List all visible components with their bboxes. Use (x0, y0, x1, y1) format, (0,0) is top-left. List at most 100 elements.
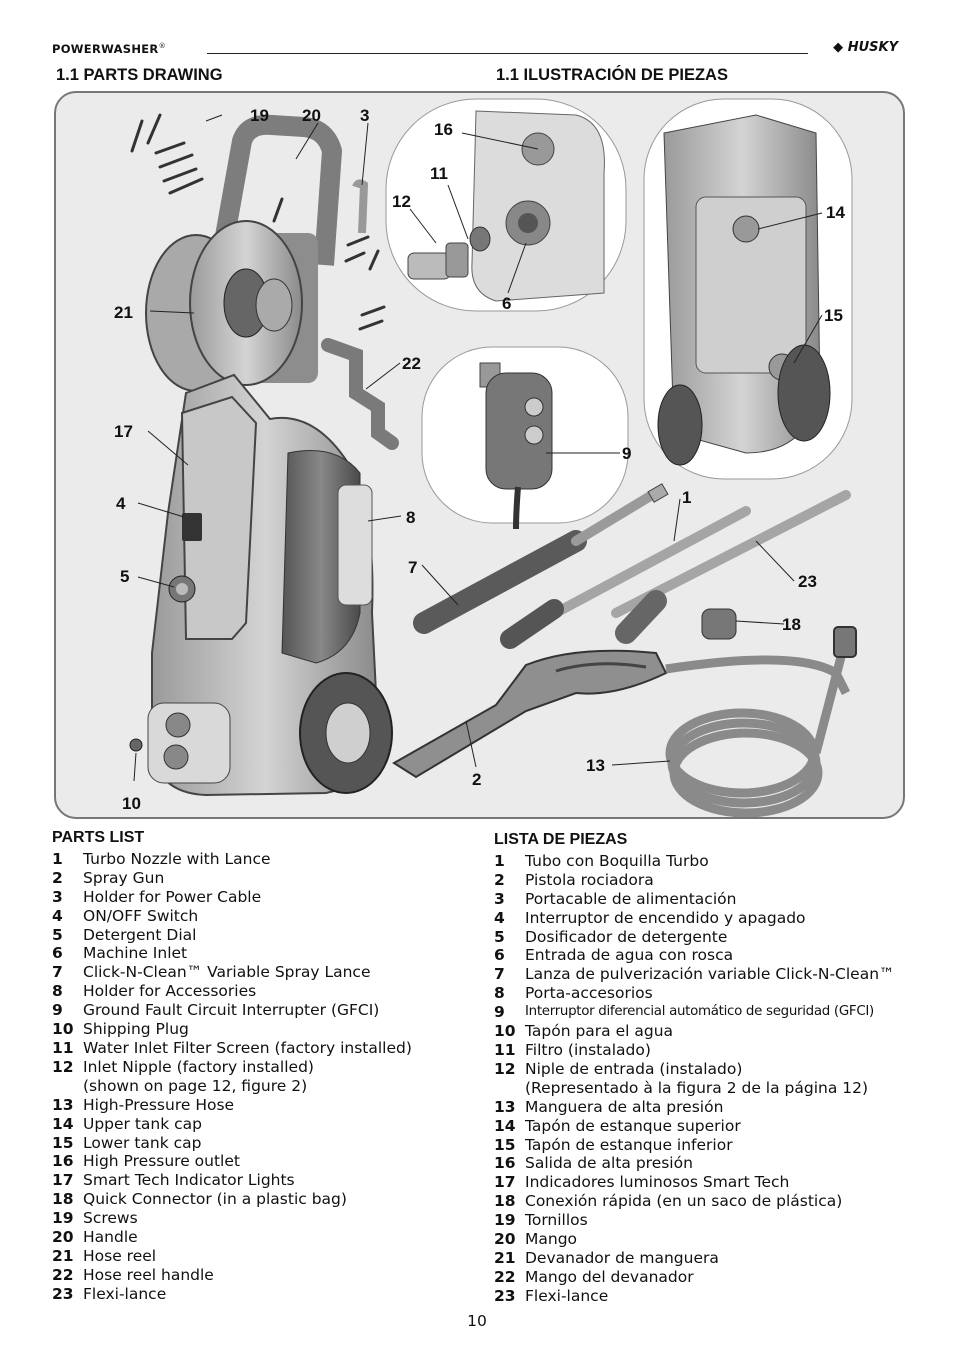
item-description: Niple de entrada (instalado) (525, 1059, 743, 1078)
item-number: 4 (494, 908, 505, 927)
item-description: ON/OFF Switch (83, 906, 199, 925)
lista-piezas-title: LISTA DE PIEZAS (494, 831, 628, 848)
item-number: 23 (494, 1286, 516, 1305)
inlet-detail (407, 110, 605, 302)
item-description: Flexi-lance (83, 1284, 167, 1303)
item-description: Water Inlet Filter Screen (factory insta… (83, 1038, 412, 1057)
page-number: 10 (467, 1312, 487, 1330)
list-item: 13 High-Pressure Hose (52, 1096, 412, 1115)
list-item: 4 Interruptor de encendido y apagado (494, 909, 895, 928)
callout-20: 20 (302, 106, 321, 125)
callout-13: 13 (586, 756, 605, 775)
item-number: 19 (494, 1211, 516, 1230)
item-number: 5 (494, 927, 505, 946)
page-header: POWERWASHER® ◆ HUSKY (52, 38, 898, 60)
list-item: 6 Entrada de agua con rosca (494, 946, 895, 965)
section-heading-en: 1.1 PARTS DRAWING (56, 66, 223, 84)
list-item: (Representado à la figura 2 de la página… (494, 1079, 895, 1098)
callout-3: 3 (360, 106, 369, 125)
item-description: Devanador de manguera (525, 1248, 719, 1267)
item-description: Hose reel (83, 1246, 157, 1265)
item-number: 11 (52, 1038, 74, 1057)
callout-12: 12 (392, 192, 411, 211)
item-number: 5 (52, 925, 63, 944)
item-number: 18 (494, 1192, 516, 1211)
hose-reel (145, 220, 318, 392)
item-description: Tapón para el agua (525, 1022, 674, 1041)
high-pressure-hose (665, 626, 857, 817)
item-description: High-Pressure Hose (83, 1095, 235, 1114)
item-number: 10 (494, 1022, 516, 1041)
item-number: 6 (494, 946, 505, 965)
list-item: (shown on page 12, figure 2) (52, 1077, 412, 1096)
header-rule (207, 53, 808, 54)
handle (212, 114, 342, 266)
item-description: Interruptor de encendido y apagado (525, 908, 806, 927)
parts-list-title: PARTS LIST (52, 829, 145, 846)
list-item: 10 Tapón para el agua (494, 1022, 895, 1041)
list-item: 1 Turbo Nozzle with Lance (52, 850, 412, 869)
parts-illustration: 19 20 3 16 11 12 6 14 21 15 22 17 9 4 8 … (114, 98, 857, 817)
item-description: Entrada de agua con rosca (525, 946, 734, 965)
callout-23: 23 (798, 572, 817, 591)
item-description: Turbo Nozzle with Lance (83, 849, 271, 868)
item-number: 1 (52, 849, 63, 868)
item-number: 22 (494, 1267, 516, 1286)
item-description: Holder for Accessories (83, 982, 257, 1001)
item-number: 14 (494, 1116, 516, 1135)
item-description: Pistola rociadora (525, 870, 654, 889)
callout-10: 10 (122, 794, 141, 813)
callout-14: 14 (826, 203, 845, 222)
item-number: 14 (52, 1114, 74, 1133)
section-heading-es: 1.1 ILUSTRACIÓN DE PIEZAS (496, 66, 728, 84)
callout-18: 18 (782, 615, 801, 634)
list-item: 12 Niple de entrada (instalado) (494, 1060, 895, 1079)
item-number: 12 (494, 1059, 516, 1078)
list-item: 11 Water Inlet Filter Screen (factory ins… (52, 1039, 412, 1058)
hose-reel-handle (321, 338, 399, 450)
callout-7: 7 (408, 558, 417, 577)
item-number: 13 (52, 1095, 74, 1114)
item-number: 11 (494, 1040, 516, 1059)
item-number: 2 (52, 868, 63, 887)
item-number: 3 (52, 887, 63, 906)
callout-1: 1 (682, 488, 691, 507)
cable-holder (352, 179, 369, 234)
list-item: 15 Tapón de estanque inferior (494, 1136, 895, 1155)
callout-8: 8 (406, 508, 415, 527)
item-number: 13 (494, 1097, 516, 1116)
gfci-unit (479, 362, 553, 530)
item-description: Tapón de estanque inferior (525, 1135, 733, 1154)
item-description: (Representado à la figura 2 de la página… (525, 1078, 869, 1097)
item-number: 10 (52, 1020, 74, 1039)
item-number: 15 (494, 1135, 516, 1154)
item-number: 3 (494, 889, 505, 908)
item-number: 22 (52, 1265, 74, 1284)
item-description: Machine Inlet (83, 944, 188, 963)
item-number: 9 (52, 1001, 63, 1020)
item-number: 7 (52, 963, 63, 982)
item-number: 1 (494, 851, 505, 870)
callout-16: 16 (434, 120, 453, 139)
item-description: Filtro (instalado) (525, 1040, 651, 1059)
item-description: Screws (83, 1209, 138, 1228)
item-number: 4 (52, 906, 63, 925)
callout-9: 9 (622, 444, 631, 463)
item-description: Mango (525, 1230, 578, 1249)
machine-rear-view (657, 114, 831, 466)
item-number: 8 (494, 984, 505, 1003)
